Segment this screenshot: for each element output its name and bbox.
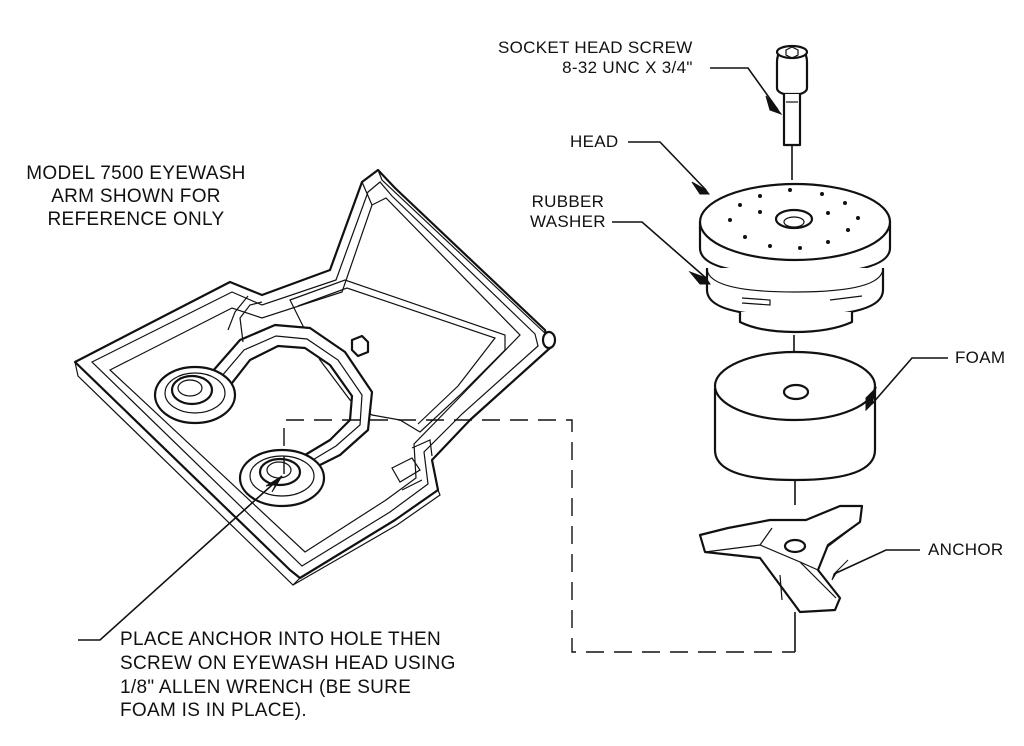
screw-label: SOCKET HEAD SCREW 8-32 UNC X 3/4" bbox=[498, 38, 693, 78]
installation-instruction: PLACE ANCHOR INTO HOLE THEN SCREW ON EYE… bbox=[120, 628, 456, 723]
leader-lines bbox=[78, 67, 948, 652]
anchor-label: ANCHOR bbox=[928, 540, 1004, 559]
eyewash-arm bbox=[73, 168, 557, 586]
head-label: HEAD bbox=[570, 132, 619, 151]
anchor bbox=[698, 504, 864, 614]
socket-head-screw bbox=[775, 44, 809, 147]
alignment-path bbox=[283, 419, 795, 653]
reference-note-line2: ARM SHOWN FOR bbox=[51, 185, 221, 207]
arm-boss-upper bbox=[153, 365, 237, 425]
instruction-line1: PLACE ANCHOR INTO HOLE THEN bbox=[120, 629, 441, 650]
foam bbox=[713, 350, 877, 482]
reference-note: MODEL 7500 EYEWASH ARM SHOWN FOR REFEREN… bbox=[10, 163, 262, 231]
screw-label-line1: SOCKET HEAD SCREW bbox=[498, 38, 693, 57]
instruction-line2: SCREW ON EYEWASH HEAD USING bbox=[120, 652, 456, 674]
reference-note-line1: MODEL 7500 EYEWASH bbox=[26, 163, 246, 184]
arm-boss-lower bbox=[238, 448, 326, 508]
washer-label-line2: WASHER bbox=[530, 212, 606, 232]
rubber-washer bbox=[705, 267, 885, 334]
instruction-line3: 1/8" ALLEN WRENCH (BE SURE bbox=[120, 676, 412, 698]
screw-label-line2: 8-32 UNC X 3/4" bbox=[562, 58, 693, 78]
washer-label: RUBBER WASHER bbox=[530, 192, 606, 232]
instruction-line4: FOAM IS IN PLACE). bbox=[120, 700, 307, 722]
reference-note-line3: REFERENCE ONLY bbox=[47, 208, 225, 230]
foam-label: FOAM bbox=[955, 348, 1006, 367]
washer-label-line1: RUBBER bbox=[531, 192, 605, 211]
eyewash-head bbox=[698, 182, 892, 276]
